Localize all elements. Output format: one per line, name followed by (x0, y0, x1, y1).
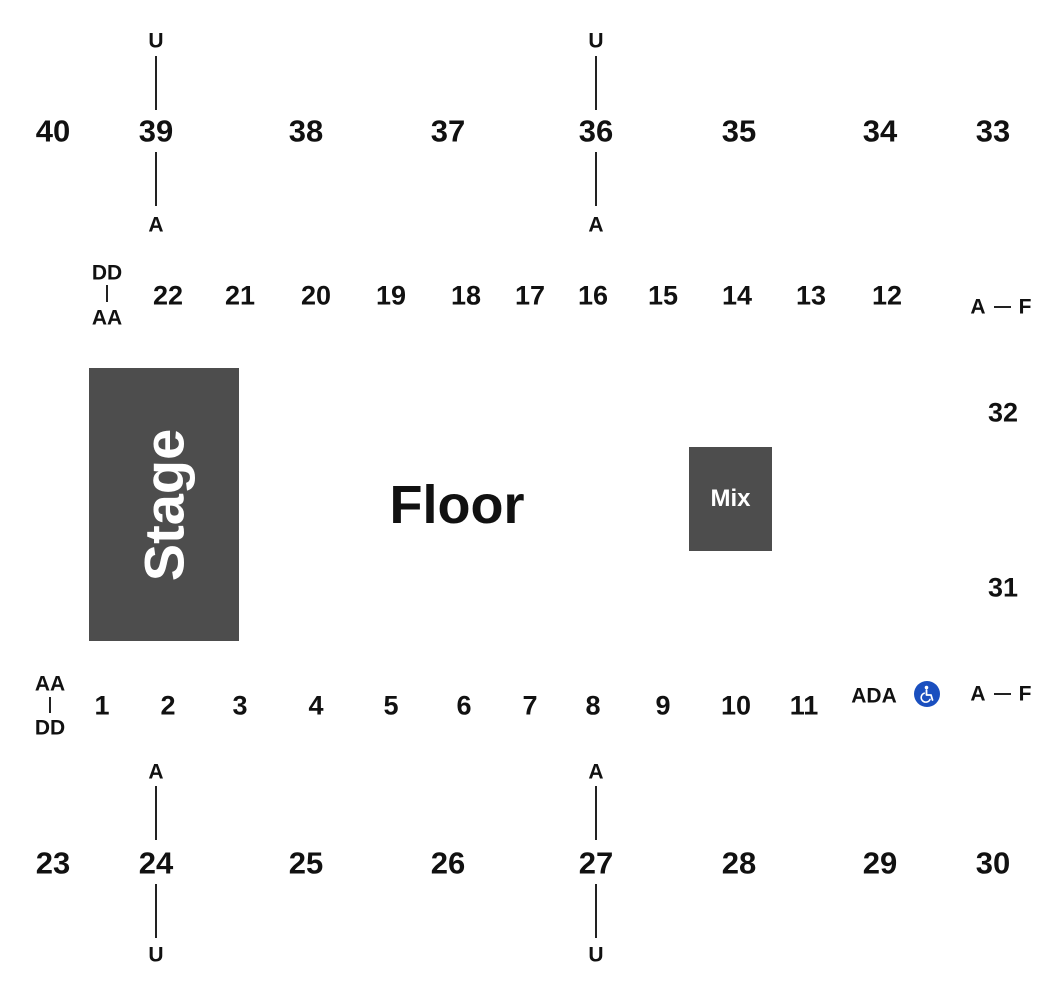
section-18[interactable]: 18 (450, 280, 482, 311)
side-row-start-bottom: A (970, 682, 986, 706)
section-22[interactable]: 22 (152, 280, 184, 311)
section-37[interactable]: 37 (430, 113, 466, 149)
section-15[interactable]: 15 (647, 280, 679, 311)
row-range-line-36-top (595, 56, 597, 110)
row-range-end-39: A (148, 213, 164, 237)
section-30[interactable]: 30 (975, 845, 1011, 881)
section-23[interactable]: 23 (35, 845, 71, 881)
row-range-line-36-bottom (595, 152, 597, 206)
floor-row-line-bottom (49, 697, 51, 713)
side-row-end-top: F (1018, 295, 1032, 319)
mix-area: Mix (689, 447, 772, 551)
wheelchair-accessible-icon (914, 681, 940, 707)
section-26[interactable]: 26 (430, 845, 466, 881)
row-range-line-27-bottom (595, 884, 597, 938)
section-4[interactable]: 4 (308, 690, 324, 721)
section-14[interactable]: 14 (721, 280, 753, 311)
section-9[interactable]: 9 (655, 690, 671, 721)
row-range-start-36: U (588, 29, 604, 53)
floor-row-start-top: DD (91, 261, 123, 285)
row-range-line-24-top (155, 786, 157, 840)
row-range-end-36: A (588, 213, 604, 237)
row-range-line-39-top (155, 56, 157, 110)
row-range-start-39: U (148, 29, 164, 53)
side-row-start-top: A (970, 295, 986, 319)
wheelchair-icon-graphic (914, 681, 940, 707)
section-33[interactable]: 33 (975, 113, 1011, 149)
section-32[interactable]: 32 (987, 397, 1019, 428)
stage-label: Stage (132, 428, 196, 581)
row-range-line-39-bottom (155, 152, 157, 206)
floor-row-start-bottom: AA (34, 672, 66, 696)
section-2[interactable]: 2 (160, 690, 176, 721)
section-6[interactable]: 6 (456, 690, 472, 721)
side-row-end-bottom: F (1018, 682, 1032, 706)
section-27[interactable]: 27 (578, 845, 614, 881)
section-40[interactable]: 40 (35, 113, 71, 149)
section-11[interactable]: 11 (789, 690, 819, 721)
section-8[interactable]: 8 (585, 690, 601, 721)
mix-label: Mix (710, 485, 751, 512)
row-range-start-27: A (588, 760, 604, 784)
section-13[interactable]: 13 (795, 280, 827, 311)
section-16[interactable]: 16 (577, 280, 609, 311)
row-range-end-27: U (588, 943, 604, 967)
floor-row-end-top: AA (91, 306, 123, 330)
section-1[interactable]: 1 (94, 690, 110, 721)
row-range-line-27-top (595, 786, 597, 840)
section-28[interactable]: 28 (721, 845, 757, 881)
section-21[interactable]: 21 (224, 280, 256, 311)
ada-label[interactable]: ADA (851, 684, 897, 708)
section-38[interactable]: 38 (288, 113, 324, 149)
section-5[interactable]: 5 (383, 690, 399, 721)
row-range-start-24: A (148, 760, 164, 784)
section-20[interactable]: 20 (300, 280, 332, 311)
floor-row-line-top (106, 285, 108, 302)
section-31[interactable]: 31 (987, 572, 1019, 603)
row-range-end-24: U (148, 943, 164, 967)
section-36[interactable]: 36 (578, 113, 614, 149)
side-row-line-bottom (994, 693, 1011, 695)
section-29[interactable]: 29 (862, 845, 898, 881)
section-3[interactable]: 3 (232, 690, 248, 721)
floor-label[interactable]: Floor (389, 475, 525, 535)
section-19[interactable]: 19 (375, 280, 407, 311)
section-7[interactable]: 7 (522, 690, 538, 721)
section-10[interactable]: 10 (720, 690, 752, 721)
section-24[interactable]: 24 (138, 845, 174, 881)
section-34[interactable]: 34 (862, 113, 898, 149)
row-range-line-24-bottom (155, 884, 157, 938)
section-39[interactable]: 39 (138, 113, 174, 149)
floor-row-end-bottom: DD (34, 716, 66, 740)
section-25[interactable]: 25 (288, 845, 324, 881)
section-17[interactable]: 17 (514, 280, 546, 311)
section-12[interactable]: 12 (871, 280, 903, 311)
section-35[interactable]: 35 (721, 113, 757, 149)
side-row-line-top (994, 306, 1011, 308)
stage-area: Stage (89, 368, 239, 641)
